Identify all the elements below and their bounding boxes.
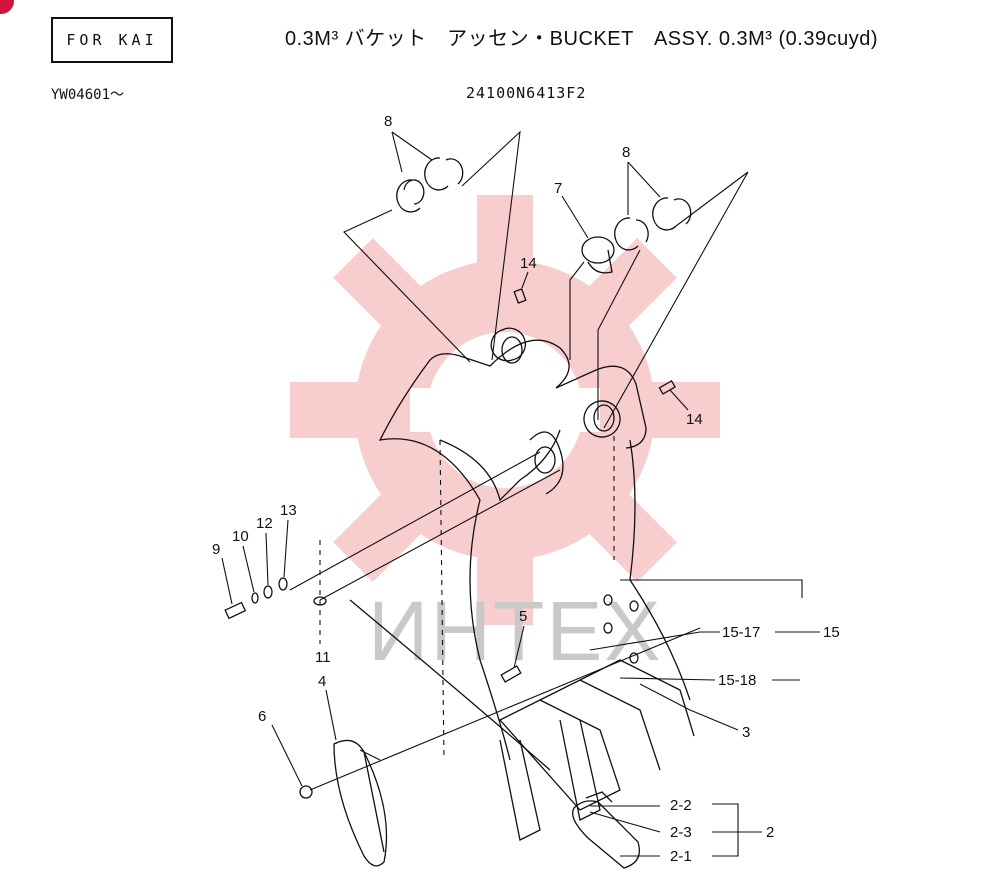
callout-14-upper: 14 bbox=[520, 255, 537, 272]
part-13-washer bbox=[278, 519, 289, 591]
callout-9: 9 bbox=[212, 541, 220, 558]
callout-3: 3 bbox=[742, 724, 750, 741]
part-14-pin-upper bbox=[513, 271, 529, 304]
assembly-part-number: 24100N6413F2 bbox=[466, 84, 587, 102]
callout-2-2: 2-2 bbox=[670, 797, 692, 814]
part-4-side-cutter bbox=[325, 689, 388, 867]
gear-logo-watermark-icon bbox=[290, 195, 720, 625]
part-8-rings-right bbox=[614, 161, 692, 251]
callout-5: 5 bbox=[519, 608, 527, 625]
callout-15-17: 15-17 bbox=[722, 624, 760, 641]
callout-2-3: 2-3 bbox=[670, 824, 692, 841]
part-7-bushing bbox=[561, 195, 615, 274]
part-12-washer bbox=[263, 532, 273, 599]
callout-8-left: 8 bbox=[384, 113, 392, 130]
part-9-bolt bbox=[221, 557, 247, 620]
part-8-rings-left bbox=[391, 131, 464, 213]
part-14-pin-right bbox=[658, 380, 689, 411]
model-label: FOR KAI bbox=[66, 31, 158, 49]
callout-4: 4 bbox=[318, 673, 326, 690]
bucket-body bbox=[349, 327, 691, 771]
teeth-assembly bbox=[498, 594, 695, 869]
callout-10: 10 bbox=[232, 528, 249, 545]
callout-15-18: 15-18 bbox=[718, 672, 756, 689]
callout-15: 15 bbox=[823, 624, 840, 641]
callout-11: 11 bbox=[315, 649, 331, 666]
callout-2: 2 bbox=[766, 824, 774, 841]
part-6-nut bbox=[271, 724, 313, 799]
page-title: 0.3M³ バケット アッセン・BUCKET ASSY. 0.3M³ (0.39… bbox=[285, 28, 879, 50]
callout-2-1: 2-1 bbox=[670, 848, 692, 865]
callout-12: 12 bbox=[256, 515, 273, 532]
model-box: FOR KAI bbox=[51, 17, 173, 63]
callout-14-right: 14 bbox=[686, 411, 703, 428]
callout-8-right: 8 bbox=[622, 144, 630, 161]
part-11-pin bbox=[313, 540, 327, 644]
serial-range: YW04601～ bbox=[51, 87, 125, 103]
callout-6: 6 bbox=[258, 708, 266, 725]
callout-13: 13 bbox=[280, 502, 297, 519]
part-10-washer bbox=[242, 545, 259, 604]
callout-7: 7 bbox=[554, 180, 562, 197]
part-5-bolt bbox=[500, 625, 525, 683]
